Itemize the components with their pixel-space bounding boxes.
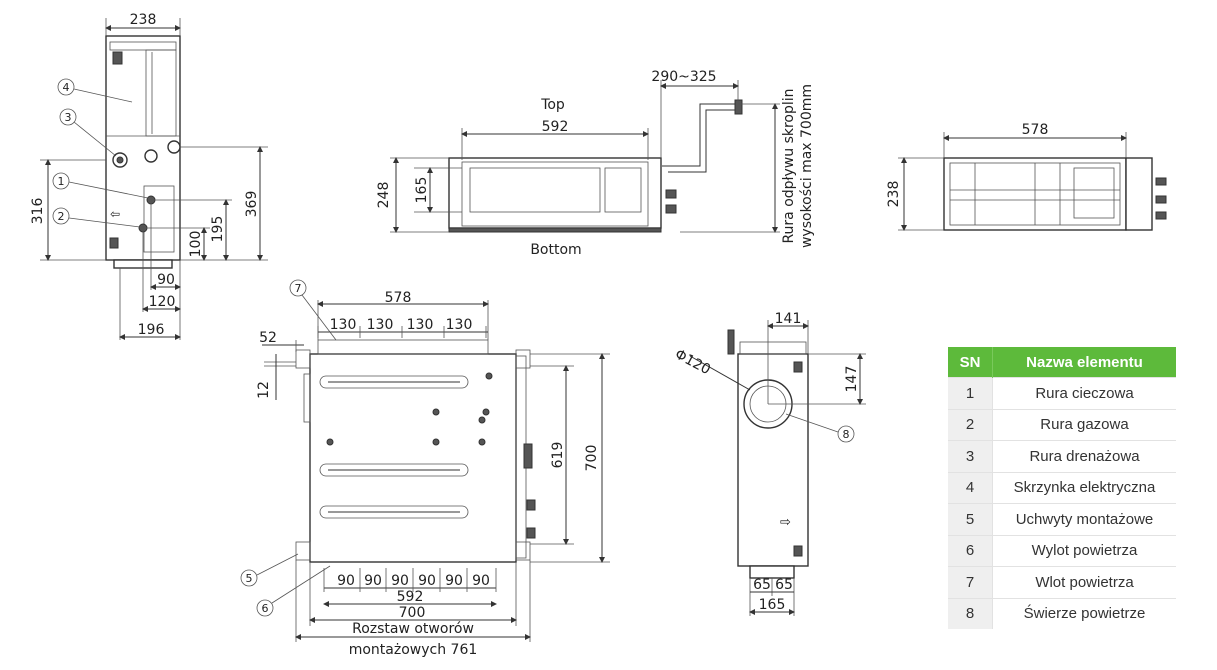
dim-120: 120 bbox=[149, 294, 176, 310]
dim-offset: 290~325 bbox=[651, 69, 716, 85]
top-segment-1: 130 bbox=[330, 317, 357, 333]
legend-header-name: Nazwa elementu bbox=[992, 347, 1176, 378]
airflow-symbol: ⇦ bbox=[110, 207, 120, 221]
callout-3: 3 bbox=[59, 108, 117, 157]
callout-7: 7 bbox=[289, 279, 337, 341]
svg-text:1: 1 bbox=[58, 175, 65, 188]
dim-65-b: 65 bbox=[775, 577, 793, 593]
dim-238-rear: 238 bbox=[886, 181, 902, 208]
svg-text:6: 6 bbox=[262, 602, 269, 615]
drain-note-line1: Rura odpływu skroplin bbox=[781, 88, 797, 243]
callout-2: 2 bbox=[52, 207, 141, 228]
legend-name: Wylot powietrza bbox=[992, 534, 1176, 567]
legend-header-sn: SN bbox=[948, 347, 993, 378]
bottom-segment-5: 90 bbox=[445, 573, 463, 589]
legend-name: Uchwyty montażowe bbox=[992, 503, 1176, 535]
legend-row: 6 Wylot powietrza bbox=[948, 534, 1176, 567]
callout-4: 4 bbox=[57, 78, 133, 103]
label-top: Top bbox=[540, 97, 565, 113]
bottom-segment-1: 90 bbox=[337, 573, 355, 589]
dim-248: 248 bbox=[376, 182, 392, 209]
legend-name: Skrzynka elektryczna bbox=[992, 471, 1176, 504]
callout-1: 1 bbox=[52, 172, 149, 199]
dim-592-front: 592 bbox=[542, 119, 569, 135]
legend-sn: 7 bbox=[948, 566, 993, 598]
dim-196: 196 bbox=[138, 322, 165, 338]
legend-row: 4 Skrzynka elektryczna bbox=[948, 471, 1176, 504]
component-legend-table: SN Nazwa elementu 1 Rura cieczowa 2 Rura… bbox=[948, 347, 1176, 629]
legend-sn: 6 bbox=[948, 534, 993, 567]
svg-text:5: 5 bbox=[246, 572, 253, 585]
callout-5: 5 bbox=[240, 553, 299, 587]
dim-195: 195 bbox=[210, 216, 226, 243]
dim-52: 52 bbox=[259, 330, 277, 346]
legend-sn: 2 bbox=[948, 408, 993, 441]
dim-100: 100 bbox=[188, 231, 204, 258]
dim-165-side: 165 bbox=[759, 597, 786, 613]
legend-name: Świerze powietrze bbox=[992, 597, 1176, 629]
label-bottom: Bottom bbox=[530, 242, 581, 258]
legend-name: Rura drenażowa bbox=[992, 440, 1176, 472]
side-view: ⇨ 141 147 Φ120 65 65 165 8 bbox=[672, 311, 866, 616]
legend-header-row: SN Nazwa elementu bbox=[948, 347, 1176, 378]
callout-8: 8 bbox=[785, 413, 855, 443]
legend-sn: 3 bbox=[948, 440, 993, 472]
legend-sn: 5 bbox=[948, 503, 993, 535]
bottom-segment-3: 90 bbox=[391, 573, 409, 589]
top-segment-2: 130 bbox=[367, 317, 394, 333]
dim-165-front: 165 bbox=[414, 177, 430, 204]
dim-diameter: Φ120 bbox=[672, 346, 713, 378]
rear-view: 578 238 bbox=[886, 122, 1167, 231]
dim-141: 141 bbox=[775, 311, 802, 327]
dim-700-width: 700 bbox=[399, 605, 426, 621]
svg-text:4: 4 bbox=[63, 81, 70, 94]
legend-row: 8 Świerze powietrze bbox=[948, 597, 1176, 629]
front-view: Top 592 290~325 248 165 Bottom Rura odpł… bbox=[376, 69, 815, 258]
bottom-segment-6: 90 bbox=[472, 573, 490, 589]
dim-619: 619 bbox=[550, 442, 566, 469]
legend-name: Rura cieczowa bbox=[992, 377, 1176, 409]
svg-text:7: 7 bbox=[295, 282, 302, 295]
plan-view: 578 130 130 130 130 52 12 619 700 bbox=[240, 279, 610, 658]
dim-578-plan: 578 bbox=[385, 290, 412, 306]
mount-note-line1: Rozstaw otworów bbox=[352, 621, 474, 637]
legend-sn: 8 bbox=[948, 597, 993, 629]
dim-592-plan: 592 bbox=[397, 589, 424, 605]
legend-row: 7 Wlot powietrza bbox=[948, 566, 1176, 598]
top-segment-3: 130 bbox=[407, 317, 434, 333]
top-segment-4: 130 bbox=[446, 317, 473, 333]
dim-90: 90 bbox=[157, 272, 175, 288]
dim-147: 147 bbox=[844, 366, 860, 393]
svg-text:2: 2 bbox=[58, 210, 65, 223]
airflow-symbol-side: ⇨ bbox=[780, 515, 791, 530]
dim-316: 316 bbox=[30, 198, 46, 225]
left-side-view: ⇦ 238 316 369 195 100 90 120 196 bbox=[30, 12, 268, 340]
bottom-segments: 90 90 90 90 90 90 bbox=[323, 568, 497, 592]
callout-6: 6 bbox=[256, 565, 331, 617]
legend-name: Rura gazowa bbox=[992, 408, 1176, 441]
dim-12: 12 bbox=[256, 381, 272, 399]
dim-700-height: 700 bbox=[584, 445, 600, 472]
bottom-segment-4: 90 bbox=[418, 573, 436, 589]
top-segments: 130 130 130 130 bbox=[317, 317, 488, 338]
dim-578-rear: 578 bbox=[1022, 122, 1049, 138]
svg-text:8: 8 bbox=[843, 428, 850, 441]
svg-text:3: 3 bbox=[65, 111, 72, 124]
legend-row: 2 Rura gazowa bbox=[948, 408, 1176, 441]
dim-238-top: 238 bbox=[130, 12, 157, 28]
dim-369: 369 bbox=[244, 191, 260, 218]
legend-sn: 4 bbox=[948, 471, 993, 504]
legend-row: 5 Uchwyty montażowe bbox=[948, 503, 1176, 535]
dim-65-a: 65 bbox=[753, 577, 771, 593]
legend-sn: 1 bbox=[948, 377, 993, 409]
mount-note-line2: montażowych 761 bbox=[349, 642, 478, 658]
bottom-segment-2: 90 bbox=[364, 573, 382, 589]
drain-note-line2: wysokości max 700mm bbox=[799, 84, 815, 248]
legend-row: 1 Rura cieczowa bbox=[948, 377, 1176, 409]
legend-name: Wlot powietrza bbox=[992, 566, 1176, 598]
legend-row: 3 Rura drenażowa bbox=[948, 440, 1176, 472]
